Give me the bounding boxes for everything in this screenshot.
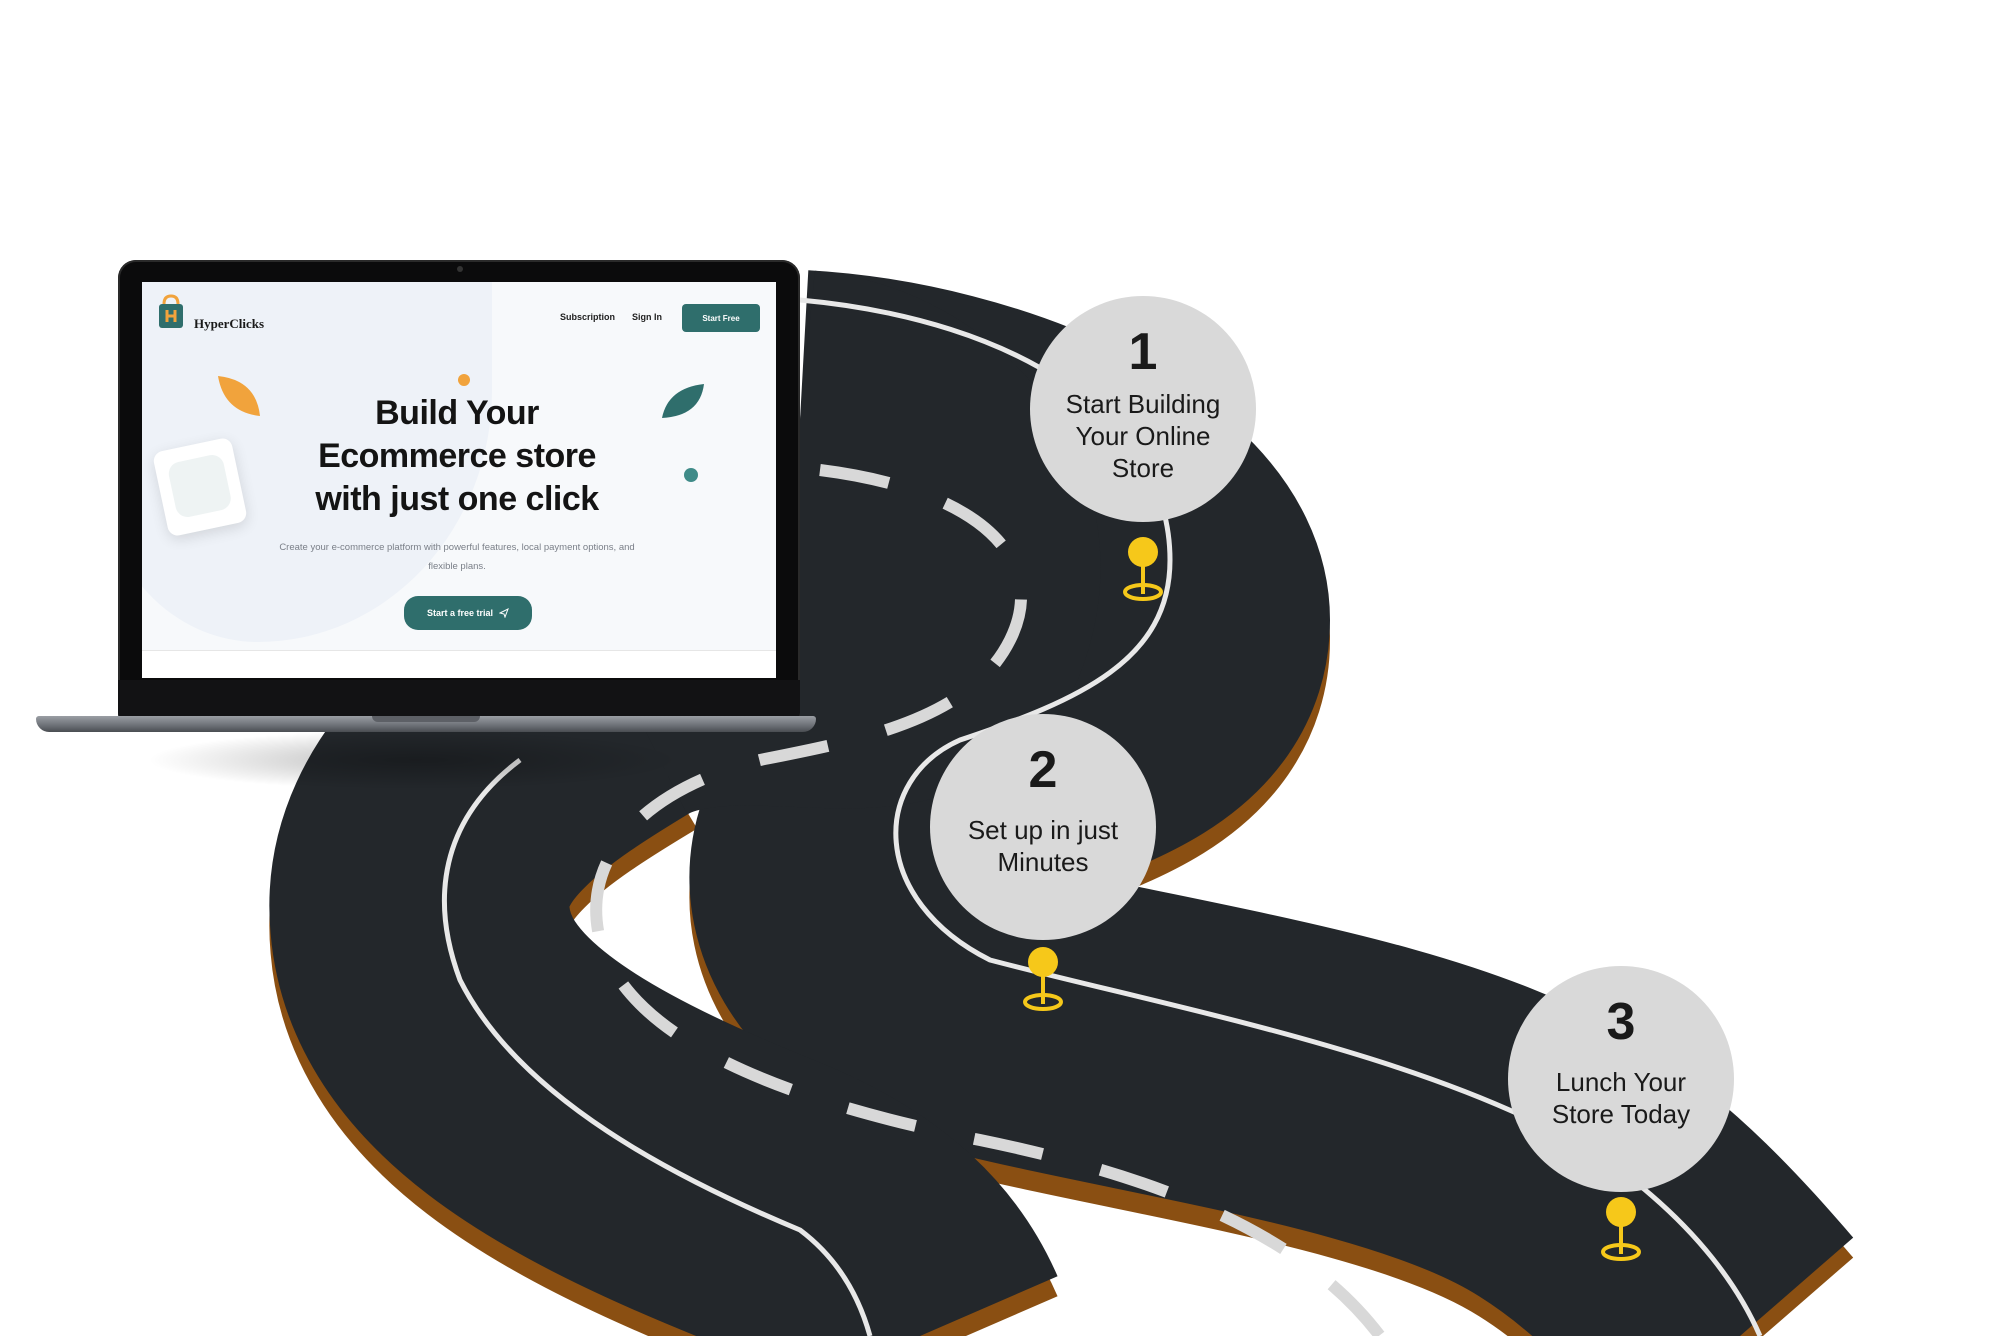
step-3-number: 3 — [1606, 993, 1636, 1051]
step-2-text: Set up in just Minutes — [940, 814, 1146, 878]
step-1-line-2: Your Online — [1075, 421, 1211, 451]
dot-decoration-orange — [458, 374, 470, 386]
hero-title-line-3: with just one click — [315, 480, 599, 518]
laptop-chin — [118, 680, 800, 720]
laptop-base-notch — [372, 716, 480, 722]
laptop-lid: HyperClicks Subscription Sign In Start F… — [118, 260, 800, 720]
step-1-circle: 1 Start Building Your Online Store — [1030, 296, 1256, 522]
step-2-line-1: Set up in just — [967, 815, 1119, 845]
hero-title: Build Your Ecommerce store with just one… — [272, 392, 642, 521]
location-pin-icon — [1601, 1197, 1641, 1261]
dot-decoration-teal — [684, 468, 698, 482]
laptop-base — [36, 716, 816, 732]
step-3-text: Lunch Your Store Today — [1518, 1066, 1724, 1130]
hero-subtitle: Create your e-commerce platform with pow… — [242, 538, 672, 576]
leaf-decoration-orange — [218, 376, 260, 416]
send-icon — [499, 608, 509, 618]
start-trial-button[interactable]: Start a free trial — [404, 596, 532, 630]
start-trial-label: Start a free trial — [426, 608, 494, 618]
step-1-text: Start Building Your Online Store — [1040, 388, 1246, 484]
brand-name[interactable]: HyperClicks — [194, 316, 265, 331]
step-1-line-1: Start Building — [1065, 389, 1221, 419]
nav-sign-in[interactable]: Sign In — [632, 312, 662, 322]
shopping-bag-icon[interactable] — [156, 294, 186, 330]
step-1-line-3: Store — [1111, 453, 1175, 483]
road-surface-2 — [269, 551, 1058, 1336]
location-pin-icon — [1023, 947, 1063, 1011]
step-3-line-1: Lunch Your — [1555, 1067, 1687, 1097]
step-3-line-2: Store Today — [1551, 1099, 1691, 1129]
step-1-number: 1 — [1128, 323, 1158, 381]
hero-title-line-2: Ecommerce store — [318, 437, 596, 475]
step-2-number: 2 — [1028, 741, 1058, 799]
hero-title-line-1: Build Your — [375, 394, 539, 432]
laptop: HyperClicks Subscription Sign In Start F… — [36, 260, 816, 790]
start-free-button[interactable]: Start Free — [682, 304, 760, 332]
location-pin-icon — [1123, 537, 1163, 601]
road-dashes — [590, 464, 1385, 1336]
leaf-decoration-green — [662, 384, 704, 418]
road-edge-line-2 — [442, 758, 873, 1336]
hero-subtitle-line-1: Create your e-commerce platform with pow… — [279, 542, 635, 553]
card-illustration — [166, 452, 234, 520]
laptop-screen: HyperClicks Subscription Sign In Start F… — [142, 282, 776, 678]
step-2-circle: 2 Set up in just Minutes — [930, 714, 1156, 940]
step-2-line-2: Minutes — [997, 847, 1089, 877]
screen-bottom-band — [142, 650, 776, 678]
camera — [457, 266, 463, 272]
nav-subscription[interactable]: Subscription — [560, 312, 616, 322]
laptop-shadow — [146, 730, 686, 790]
hero-subtitle-line-2: flexible plans. — [428, 561, 486, 572]
step-3-circle: 3 Lunch Your Store Today — [1508, 966, 1734, 1192]
